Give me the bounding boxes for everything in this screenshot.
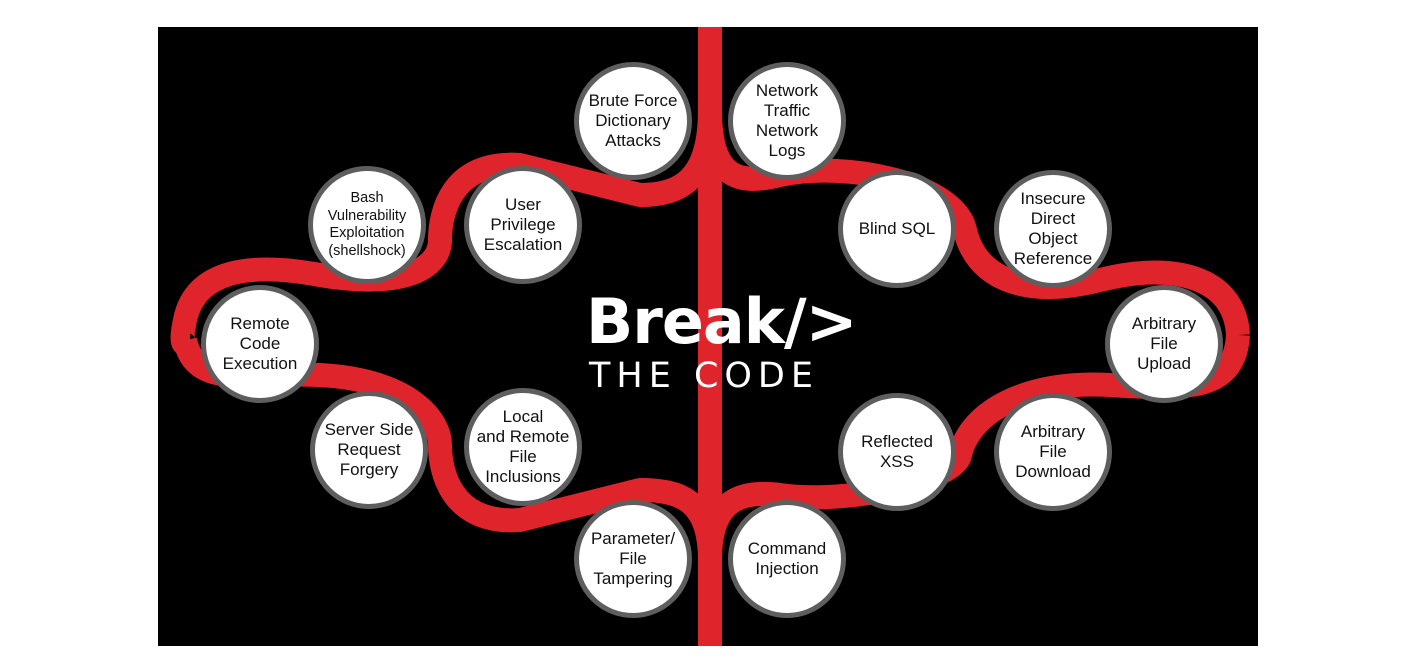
track-top-left: [170, 109, 722, 357]
node-param-tampering[interactable]: Parameter/ File Tampering: [574, 500, 692, 618]
track-top-right: [698, 109, 1250, 337]
node-bash[interactable]: Bash Vulnerability Exploitation (shellsh…: [308, 166, 426, 284]
node-label: Server Side Request Forgery: [324, 420, 414, 479]
node-network-traffic[interactable]: Network Traffic Network Logs: [728, 62, 846, 180]
node-label: Command Injection: [747, 539, 827, 578]
node-label: Arbitrary File Upload: [1131, 314, 1197, 373]
node-label: Remote Code Execution: [222, 314, 298, 373]
node-label: Brute Force Dictionary Attacks: [588, 91, 678, 150]
node-label: Local and Remote File Inclusions: [476, 407, 570, 486]
node-blind-sql[interactable]: Blind SQL: [838, 170, 956, 288]
node-brute-force[interactable]: Brute Force Dictionary Attacks: [574, 62, 692, 180]
node-lfi-rfi[interactable]: Local and Remote File Inclusions: [464, 388, 582, 506]
node-file-download[interactable]: Arbitrary File Download: [994, 393, 1112, 511]
node-user-privilege[interactable]: User Privilege Escalation: [464, 166, 582, 284]
node-label: Insecure Direct Object Reference: [1013, 189, 1093, 268]
logo-subtitle: THE CODE: [589, 356, 819, 396]
node-label: Parameter/ File Tampering: [590, 529, 676, 588]
node-label: Arbitrary File Download: [1015, 422, 1091, 481]
node-label: Blind SQL: [858, 219, 936, 238]
node-label: Bash Vulnerability Exploitation (shellsh…: [327, 190, 407, 259]
logo: Break/> THE CODE: [586, 285, 858, 397]
node-label: User Privilege Escalation: [483, 195, 563, 254]
node-rce[interactable]: Remote Code Execution: [201, 285, 319, 403]
node-reflected-xss[interactable]: Reflected XSS: [838, 393, 956, 511]
node-label: Network Traffic Network Logs: [755, 81, 819, 160]
node-ssrf[interactable]: Server Side Request Forgery: [310, 391, 428, 509]
node-idor[interactable]: Insecure Direct Object Reference: [994, 170, 1112, 288]
node-label: Reflected XSS: [861, 432, 933, 471]
logo-title: Break/>: [586, 285, 858, 358]
node-file-upload[interactable]: Arbitrary File Upload: [1105, 285, 1223, 403]
node-command-injection[interactable]: Command Injection: [728, 500, 846, 618]
